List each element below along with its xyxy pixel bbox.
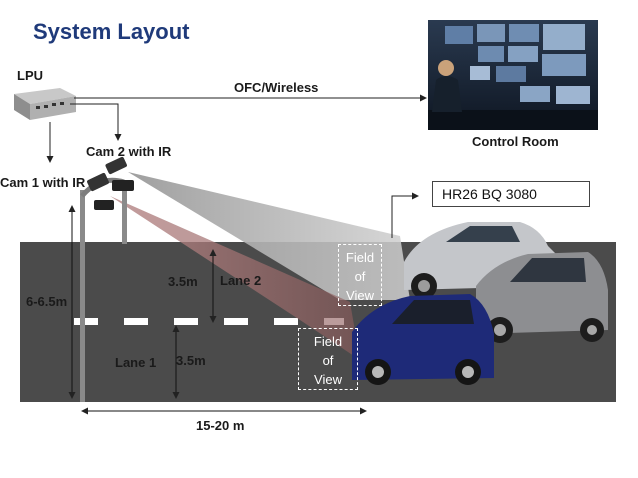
lane2-label: Lane 2 <box>220 273 261 288</box>
lpu-label: LPU <box>17 68 43 83</box>
lane1-label: Lane 1 <box>115 355 156 370</box>
control-room-image <box>428 20 598 130</box>
lane2-width-label: 3.5m <box>168 274 198 289</box>
lpu-to-cam2-arrow <box>70 104 118 140</box>
cam2 <box>105 156 134 191</box>
lane1-width-label: 3.5m <box>176 353 206 368</box>
control-room-label: Control Room <box>472 134 559 149</box>
distance-label: 15-20 m <box>196 418 244 433</box>
plate-pointer-arrow <box>392 196 418 238</box>
license-plate-box: HR26 BQ 3080 <box>432 181 590 207</box>
height-label: 6-6.5m <box>26 294 67 309</box>
cam1-label: Cam 1 with IR <box>0 175 85 190</box>
cam2-label: Cam 2 with IR <box>86 144 171 159</box>
diagram-title: System Layout <box>33 19 190 45</box>
link-label: OFC/Wireless <box>234 80 318 95</box>
lpu-device-icon <box>14 88 76 120</box>
